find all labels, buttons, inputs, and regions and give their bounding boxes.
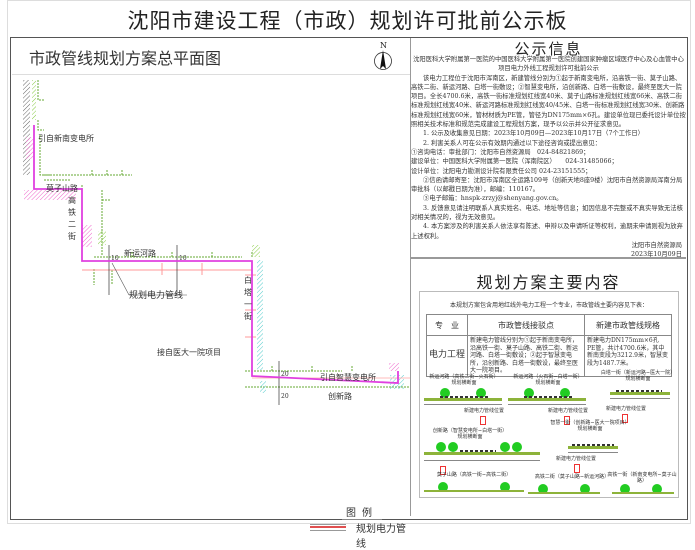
board-title: 沈阳市建设工程（市政）规划许可批前公示板 <box>127 9 568 33</box>
north-arrow-icon: N <box>370 40 396 72</box>
info-item-4: 4. 本方案涉及的利害关系人依法享有陈述、申辩以及申请听证等权利，逾期未申请则视… <box>411 223 683 240</box>
tree-icon <box>448 442 458 452</box>
label-road-baita: 白 塔 一 街 <box>244 276 252 321</box>
dim-label: 20 <box>281 393 289 400</box>
info-contact-builder: 建设单位：中国医科大学附属第一医院（浑南院区） 024-31485066； <box>411 158 618 166</box>
plan-intro: 本规划方案包含用地红线外电力工程一个专业，市政管线主要内容见下表： <box>449 302 648 309</box>
pipe-position-marker <box>480 416 486 425</box>
plan-box: 本规划方案包含用地红线外电力工程一个专业，市政管线主要内容见下表： 专 业 市政… <box>419 291 679 498</box>
col-connection: 市政管线接驳点 <box>467 314 585 336</box>
info-contact-mail: ②信函请邮寄至：沈阳市浑南区全运路109号（创新天地8座9楼）沈阳市自然资源局浑… <box>411 176 683 194</box>
tree-icon <box>524 388 534 398</box>
info-item-1: 1. 公示及收集意见日期：2023年10月09日—2023年10月17日（7个工… <box>423 130 644 138</box>
tree-icon <box>620 484 630 494</box>
notice-board <box>7 0 691 524</box>
tree-icon <box>500 482 510 492</box>
cell-discipline: 电力工程 <box>426 335 468 377</box>
legend-pipeline-label: 规划电力管线 <box>356 524 406 550</box>
tree-icon <box>652 484 662 494</box>
label-source-xinnan: 引自新南变电所 <box>38 134 94 143</box>
dim-label: 20 <box>281 371 289 378</box>
cell-connection: 新建电力管线分别为①起于新南变电所，沿高铁一街、莫子山路、高铁二街、新运河路、白… <box>467 335 585 377</box>
pipe-position-marker <box>574 464 580 473</box>
info-signature: 沈阳市自然资源局 <box>631 241 682 249</box>
tree-icon <box>500 442 510 452</box>
info-subject: 沈阳医科大学附属第一医院的中国医科大学附属第一医院创建国家肿瘤区域医疗中心及心血… <box>413 56 684 73</box>
tree-icon <box>436 442 446 452</box>
legend-pipeline-swatch <box>310 524 346 531</box>
tree-icon <box>512 442 522 452</box>
site-plan-header: 市政管线规划方案总平面图 N <box>12 38 410 75</box>
site-plan-map: 引自新南变电所 莫子山路 高 铁 二 街 新运河路 规划电力管线 白 塔 一 街… <box>12 75 410 515</box>
info-contact-designer: 设计单位：沈阳电力勘测设计院有限责任公司 024-23151555； <box>411 167 592 175</box>
plan-section: 规划方案主要内容 本规划方案包含用地红线外电力工程一个专业，市政管线主要内容见下… <box>411 257 686 517</box>
tree-icon <box>538 484 548 494</box>
table-row: 电力工程 新建电力管线分别为①起于新南变电所，沿高铁一街、莫子山路、高铁二街、新… <box>426 335 672 377</box>
info-contact-email: ③电子邮箱：hnspk-zrzyj@shenyang.gov.cn。 <box>423 195 563 203</box>
pipe-position-marker <box>564 416 570 425</box>
plan-table: 专 业 市政管线接驳点 新建市政管线规格 电力工程 新建电力管线分别为①起于新南… <box>426 314 672 377</box>
site-plan-panel: 市政管线规划方案总平面图 N <box>12 38 411 550</box>
pipe-position-marker <box>622 414 628 423</box>
svg-text:N: N <box>380 41 387 50</box>
table-header-row: 专 业 市政管线接驳点 新建市政管线规格 <box>426 314 672 336</box>
col-spec: 新建市政管线规格 <box>584 314 672 336</box>
pipe-position-marker <box>440 466 446 475</box>
info-item-2: 2. 利害关系人可在公示有效期内通过以下途径咨询或提出意见： <box>423 139 602 147</box>
cell-spec: 新建电力DN175mm×6孔 PE管，共计4700.6米，其中新南变段为3212… <box>584 335 672 377</box>
tree-icon <box>440 388 450 398</box>
col-discipline: 专 业 <box>426 314 468 336</box>
label-road-chuangxin: 创新路 <box>328 392 352 401</box>
dim-label: 10 <box>111 255 119 262</box>
tree-icon <box>560 388 570 398</box>
info-description: 该电力工程位于沈阳市浑南区，新建管线分别为①起于新南变电所，沿高铁一街、莫子山路… <box>411 74 686 129</box>
info-title: 公示信息 <box>514 40 583 58</box>
label-road-gaotie-2: 高 铁 二 街 <box>68 196 76 241</box>
tree-icon <box>580 484 590 494</box>
info-contact-phone: ①咨询电话：审批部门：沈阳市自然资源局 024-84821869； <box>411 148 590 156</box>
site-plan-title: 市政管线规划方案总平面图 <box>29 49 222 68</box>
label-pipeline: 规划电力管线 <box>129 291 184 301</box>
label-source-zhihui: 引自智慧变电所 <box>320 373 376 382</box>
legend-title: 图例 <box>342 504 382 520</box>
tree-icon <box>476 388 486 398</box>
label-road-xinyunhe: 新运河路 <box>124 249 156 258</box>
info-date: 2023年10月09日 <box>631 251 682 259</box>
dim-label: 10 <box>179 255 187 262</box>
label-project: 接自医大一院项目 <box>157 348 221 357</box>
info-body: 沈阳医科大学附属第一医院的中国医科大学附属第一医院创建国家肿瘤区域医疗中心及心血… <box>411 55 686 260</box>
info-item-3: 3. 反馈意见请注明联系人真实姓名、电话、地址等信息；如因信息不完整或不真实导致… <box>411 204 683 222</box>
tree-icon <box>438 482 448 492</box>
plan-title: 规划方案主要内容 <box>476 273 621 292</box>
label-road-mozishan: 莫子山路 <box>46 184 78 193</box>
info-panel: 公示信息 沈阳医科大学附属第一医院的中国医科大学附属第一医院创建国家肿瘤区域医疗… <box>411 38 686 516</box>
